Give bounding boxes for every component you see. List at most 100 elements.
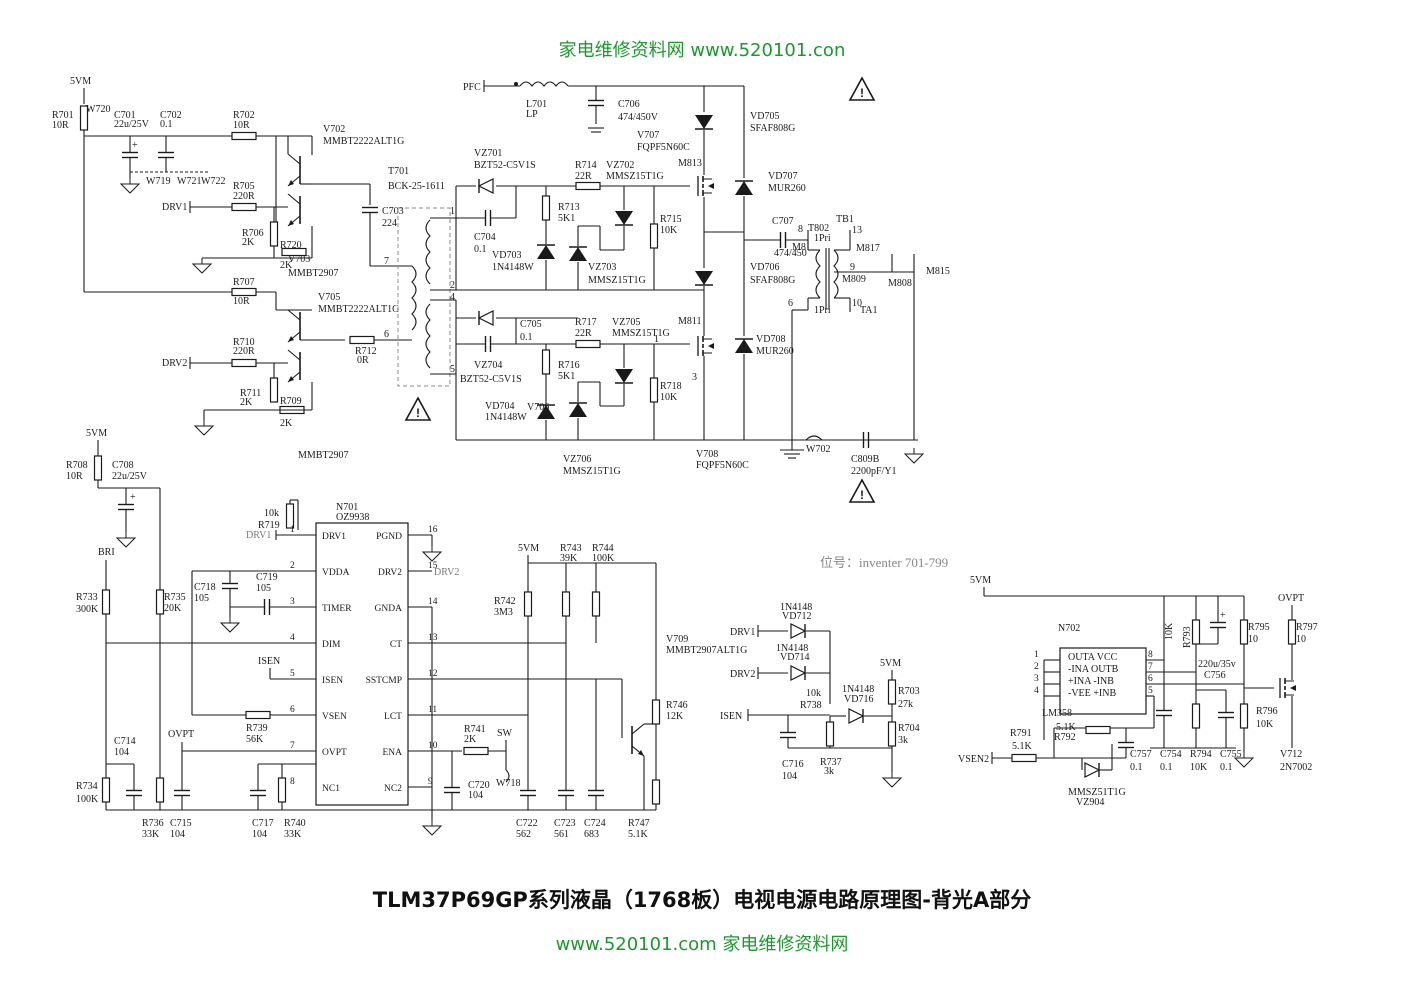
warning-icon: [849, 479, 875, 503]
pin-label: 7: [384, 256, 389, 267]
rail-label: ISEN: [258, 656, 280, 667]
pin-label: 6: [384, 329, 389, 340]
part-ref: V707: [637, 130, 659, 141]
part-ref: R713: [558, 202, 580, 213]
part-ref: R706: [242, 228, 264, 239]
part-ref: R703: [898, 686, 920, 697]
ic-pin-label: NC2: [384, 784, 402, 794]
bottom-site-banner: www.520101.com 家电维修资料网: [556, 934, 849, 955]
part-value: 10R: [66, 471, 83, 482]
part-ref: C724: [584, 818, 606, 829]
part-value: 0.1: [160, 119, 173, 130]
part-value: 2N7002: [1280, 762, 1312, 773]
part-value: 0.1: [474, 244, 487, 255]
pin-label: 8: [798, 224, 803, 235]
ic-pin-label: DIM: [322, 640, 341, 650]
part-ref: VD703: [492, 250, 521, 261]
part-ref: VZ702: [606, 160, 634, 171]
part-value: 220R: [233, 191, 255, 202]
part-value: 10K: [1190, 762, 1208, 773]
part-value: 104: [468, 790, 483, 801]
ic-pin-number: 12: [428, 669, 438, 679]
part-value: MMBT2222ALT1G: [323, 136, 404, 147]
ic-oz9938: [315, 522, 409, 806]
part-ref: C716: [782, 759, 804, 770]
ic-pin-number: 2: [290, 561, 295, 571]
part-ref: VZ703: [588, 262, 616, 273]
part-ref: R794: [1190, 749, 1212, 760]
part-ref: R711: [240, 388, 261, 399]
part-value: 562: [516, 829, 531, 840]
part-value: 10: [1248, 634, 1258, 645]
pin-label: 6: [788, 298, 793, 309]
part-value: MMBT2907ALT1G: [666, 645, 747, 656]
part-value: 683: [584, 829, 599, 840]
part-value: 104: [170, 829, 185, 840]
part-ref: W702: [806, 444, 830, 455]
part-value: BCK-25-1611: [388, 181, 445, 192]
pin-label: 2: [450, 280, 455, 291]
part-value: BZT52-C5V1S: [460, 374, 522, 385]
ic-pin-label: VSEN: [322, 712, 347, 722]
part-ref: VD714: [780, 652, 809, 663]
ic-pin-number: 4: [290, 633, 295, 643]
ic-pin-label: -VEE +INB: [1068, 688, 1116, 699]
ic-pin-label: DRV1: [322, 532, 346, 542]
part-ref: V709: [666, 634, 688, 645]
ic-pin-label: -INA OUTB: [1068, 664, 1119, 675]
part-value: 3k: [824, 766, 834, 777]
part-value: 1N4148: [780, 602, 812, 613]
rail-label: OVPT: [168, 729, 194, 740]
part-value: 27k: [898, 699, 913, 710]
part-value: 1N4148: [842, 684, 874, 695]
part-ref: M808: [888, 278, 912, 289]
part-value: 220u/35v: [1198, 659, 1236, 670]
part-ref: VZ706: [563, 454, 591, 465]
part-value: 10: [1296, 634, 1306, 645]
ic-pin-number: 13: [428, 633, 438, 643]
ic-pin-number: 3: [1034, 674, 1039, 684]
ic-pin-label: PGND: [376, 532, 402, 542]
part-value: 5K1: [558, 213, 575, 224]
part-value: 1N4148W: [492, 262, 534, 273]
part-ref: M8: [792, 242, 806, 253]
part-ref: M811: [678, 316, 702, 327]
part-ref: M815: [926, 266, 950, 277]
ic-pin-label: VDDA: [322, 568, 350, 578]
part-value: 33K: [284, 829, 302, 840]
part-value: 22u/25V: [112, 471, 148, 482]
svg-text:+: +: [1220, 610, 1226, 621]
ic-pin-number: 1: [1034, 650, 1039, 660]
part-ref: R736: [142, 818, 164, 829]
part-ref: C757: [1130, 749, 1152, 760]
pin-label: 1Pri: [814, 305, 831, 316]
part-ref: R704: [898, 723, 920, 734]
ic-pin-number: 10: [428, 741, 438, 751]
part-ref: R719: [258, 520, 280, 531]
part-ref: R791: [1010, 728, 1032, 739]
part-value: FQPF5N60C: [637, 142, 690, 153]
part-value: 5.1K: [628, 829, 649, 840]
part-value: MMSZ51T1G: [1068, 787, 1126, 798]
part-value: MMSZ15T1G: [612, 328, 670, 339]
part-ref: T701: [388, 166, 409, 177]
ic-pin-number: 3: [290, 597, 295, 607]
ic-pin-number: 7: [290, 741, 295, 751]
part-ref: R712: [355, 346, 377, 357]
part-value: 22R: [575, 171, 592, 182]
rail-label: 5VM: [86, 428, 107, 439]
part-value: 105: [194, 593, 209, 604]
part-ref: R720: [280, 240, 302, 251]
warning-icon: [849, 77, 875, 101]
diagram-title: TLM37P69GP系列液晶（1768板）电视电源电路原理图-背光A部分: [373, 888, 1031, 912]
ic-pin-number: 2: [1034, 662, 1039, 672]
pin-label: 10: [852, 298, 862, 309]
part-ref: R707: [233, 277, 255, 288]
part-ref: VD704: [485, 401, 514, 412]
part-ref: M809: [842, 274, 866, 285]
part-value: 100K: [76, 794, 99, 805]
part-value: 104: [114, 747, 129, 758]
part-value: BZT52-C5V1S: [474, 160, 536, 171]
part-value: 474/450: [774, 248, 807, 259]
signal-label: DRV1: [162, 202, 187, 213]
